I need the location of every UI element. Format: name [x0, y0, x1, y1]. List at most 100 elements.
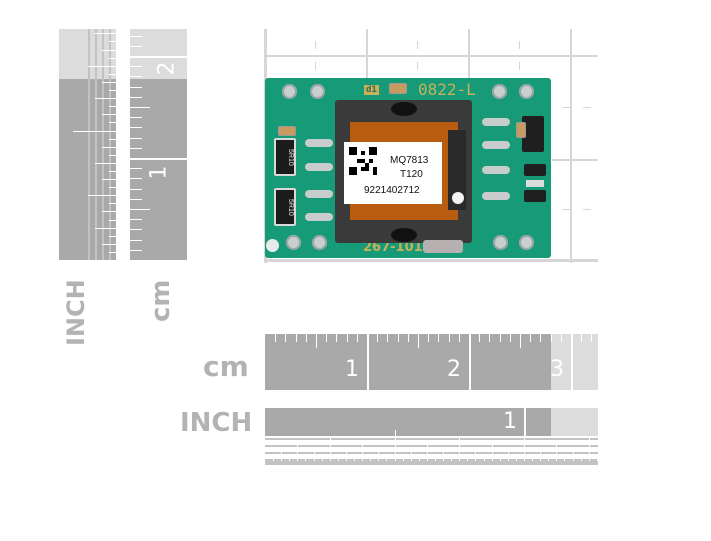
inch-fraction-tick [109, 236, 116, 237]
grid-tick-7 [562, 107, 570, 108]
half-inch-tick [395, 430, 396, 436]
inch-fraction-tick [109, 147, 116, 148]
mounting-pad [310, 84, 325, 99]
transformer-pin [305, 163, 333, 171]
mm-tick [500, 334, 501, 342]
inch-fraction-tick [88, 131, 95, 132]
mounting-pad [519, 235, 534, 250]
horizontal-cm-number-3: 3 [550, 357, 564, 382]
mm-tick [510, 334, 511, 342]
mm-tick [438, 334, 439, 342]
inch-fraction-tick [95, 98, 102, 99]
inch-fraction-tick [102, 114, 109, 115]
mounting-pad [286, 235, 301, 250]
inch-fraction-tick [297, 445, 298, 451]
inch-fraction-tick [109, 155, 116, 156]
silkscreen-small: d1 [364, 85, 379, 95]
inch-fraction-tick [492, 445, 493, 451]
inch-fraction-tick [524, 438, 525, 444]
inch-fraction-tick [102, 33, 109, 34]
inch-fraction-tick [362, 445, 363, 451]
mounting-pad [493, 235, 508, 250]
resistor-1: 5R10 [274, 138, 296, 176]
transformer-pin [305, 213, 333, 221]
mm-tick [561, 334, 562, 342]
inch-fraction-tick [109, 90, 116, 91]
inch-fraction-tick [102, 163, 109, 164]
inch-fraction-tick [109, 163, 116, 164]
inch-fraction-tick [95, 66, 102, 67]
grid-tick-4 [315, 62, 316, 70]
inch-fraction-tick [573, 452, 574, 458]
inch-fraction-tick [346, 452, 347, 458]
inch-fraction-row [265, 445, 598, 447]
inch-fraction-tick [459, 438, 460, 444]
mm-tick [130, 97, 142, 98]
qr-code-icon [349, 147, 377, 175]
vertical-cm-label: cm [146, 279, 176, 322]
transformer-clip-bottom [391, 228, 417, 242]
mm-tick [428, 334, 429, 342]
horizontal-cm-ruler-light [551, 334, 598, 390]
mm-tick [316, 334, 317, 348]
inch-fraction-tick [102, 147, 109, 148]
grid-line-v2 [468, 29, 470, 79]
inch-fraction-tick [524, 452, 525, 458]
inch-fraction-tick [362, 452, 363, 458]
inch-fraction-tick [109, 179, 116, 180]
cm-major-line [571, 334, 573, 390]
grid-tick-9 [562, 209, 570, 210]
corner-pad [266, 239, 279, 252]
inch-fraction-tick [508, 452, 509, 458]
inch-fraction-tick [102, 195, 109, 196]
transformer-pin [482, 141, 510, 149]
inch-fraction-column [95, 29, 97, 260]
label-variant: T120 [400, 169, 423, 180]
grid-line-h2 [552, 159, 598, 161]
label-part-number: MQ7813 [390, 155, 429, 166]
grid-tick-8 [583, 107, 591, 108]
inch-fraction-tick [109, 114, 116, 115]
transformer-side-bar [448, 130, 466, 210]
inch-fraction-tick [95, 228, 102, 229]
mm-tick [479, 334, 480, 342]
mm-tick [336, 334, 337, 342]
vertical-inch-ruler [59, 79, 116, 260]
horizontal-cm-number-2: 2 [447, 357, 461, 382]
inch-fraction-tick [102, 211, 109, 212]
smd-capacitor [278, 126, 296, 136]
grid-line-h1 [266, 55, 598, 57]
mounting-pad [492, 84, 507, 99]
mm-tick [398, 334, 399, 342]
transformer-pin [482, 166, 510, 174]
vertical-cm-number-2: 2 [154, 61, 180, 76]
mounting-pad [312, 235, 327, 250]
inch-fraction-tick [589, 452, 590, 458]
inch-fraction-tick [102, 228, 109, 229]
inch-fraction-tick [427, 445, 428, 451]
mm-tick [418, 334, 419, 348]
vertical-cm-number-1: 1 [146, 165, 172, 180]
vertical-inch-label: INCH [62, 279, 90, 346]
inch-fraction-tick [524, 445, 525, 451]
mm-tick [377, 334, 378, 342]
mounting-pad [519, 84, 534, 99]
inch-fraction-tick [492, 452, 493, 458]
mm-tick [581, 334, 582, 342]
inch-fraction-tick [95, 131, 102, 132]
inch-fraction-tick [540, 452, 541, 458]
smd-chip [524, 190, 546, 202]
label-serial: 9221402712 [364, 185, 420, 196]
mm-tick [130, 107, 150, 108]
inch-fraction-tick [95, 163, 102, 164]
mm-tick [530, 334, 531, 342]
mounting-pad [282, 84, 297, 99]
inch-fraction-row [265, 452, 598, 454]
white-dot [452, 192, 464, 204]
smd-resistor-small [526, 180, 544, 187]
inch-fraction-tick [109, 98, 116, 99]
mm-tick [130, 209, 150, 210]
inch-fraction-column [102, 29, 104, 260]
inch-fraction-tick [395, 445, 396, 451]
mm-tick [449, 334, 450, 342]
